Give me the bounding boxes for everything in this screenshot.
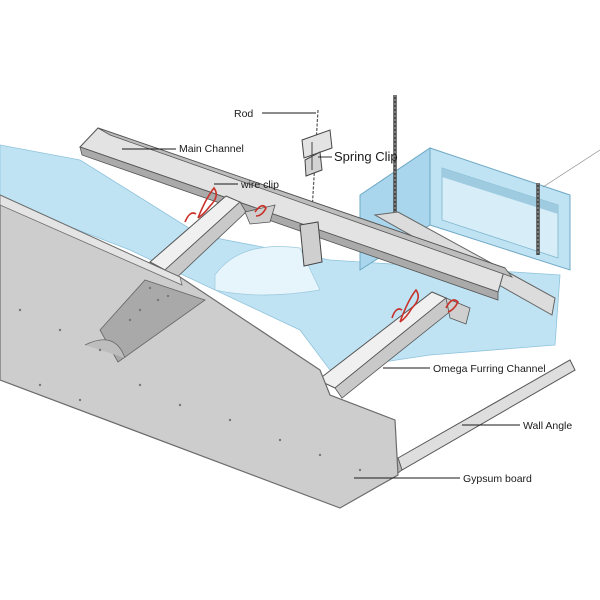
wall-angle <box>394 359 576 474</box>
wire-clip-label: wire clip <box>240 179 279 191</box>
hanger-bracket <box>299 221 323 267</box>
gypsum-board-label: Gypsum board <box>463 473 532 485</box>
threaded-rods <box>393 95 600 255</box>
rod-label: Rod <box>234 108 253 120</box>
main-channel <box>79 127 514 301</box>
spring-clip-label: Spring Clip <box>334 149 398 164</box>
slab-opening <box>214 246 321 296</box>
main-channel-label: Main Channel <box>179 143 244 155</box>
wire-clips <box>184 186 459 323</box>
wall-angle-label: Wall Angle <box>523 420 572 432</box>
gypsum-board <box>0 194 399 509</box>
omega-furring-channel-label: Omega Furring Channel <box>433 363 546 375</box>
spring-clip <box>301 129 333 177</box>
